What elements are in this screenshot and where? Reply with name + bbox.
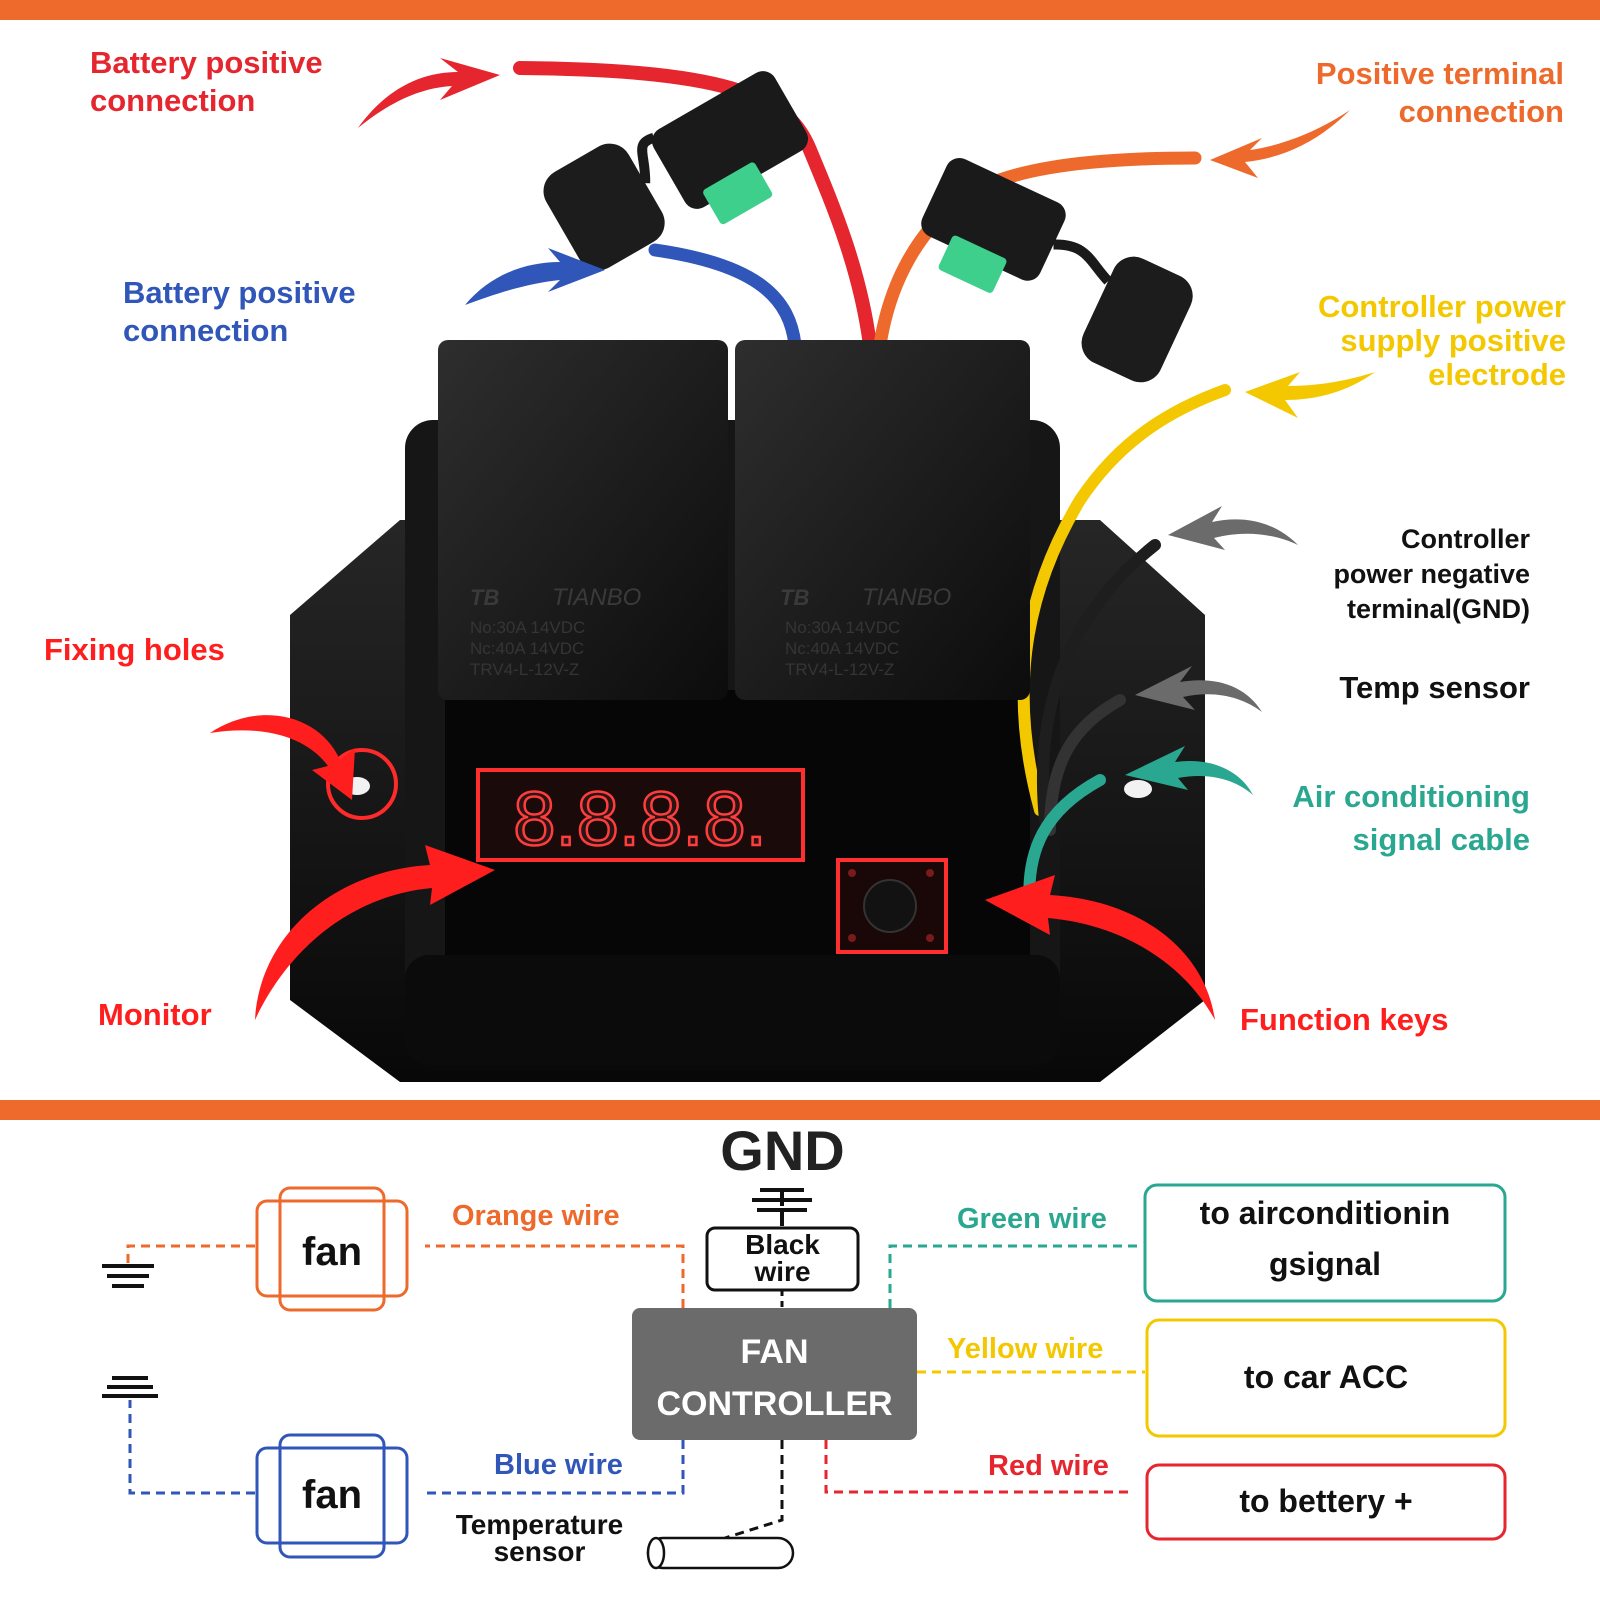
blue-wire-line <box>425 1440 685 1495</box>
blue-wire-label: Blue wire <box>494 1449 623 1481</box>
label-monitor: Monitor <box>98 997 212 1032</box>
fan-bottom-label: fan <box>302 1473 362 1517</box>
label-controller-power-negative: Controller power negative terminal(GND) <box>1333 524 1530 625</box>
housing-front-lip <box>405 955 1060 1065</box>
relay-left-line-3: TRV4-L-12V-Z <box>470 660 579 679</box>
relay-right-logo: TB <box>780 585 809 610</box>
arrow-battery-positive-red <box>358 58 500 128</box>
function-key-button <box>836 858 948 954</box>
orange-wire-label: Orange wire <box>452 1200 620 1232</box>
label-controller-power-positive: Controller power supply positive electro… <box>1317 289 1566 393</box>
relay-left-line-1: No:30A 14VDC <box>470 618 585 637</box>
temperature-sensor-probe <box>646 1536 795 1570</box>
yellow-wire <box>1017 384 1231 816</box>
red-wire-line <box>824 1440 1132 1494</box>
fan-controller-box <box>632 1308 917 1440</box>
top-orange-band <box>0 0 1600 20</box>
gnd-symbol-top <box>752 1188 812 1226</box>
fixing-hole-right <box>1124 780 1152 798</box>
label-fixing-holes: Fixing holes <box>44 632 225 667</box>
to-ac-label: to airconditionin gsignal <box>1199 1195 1451 1283</box>
temperature-sensor-label: Temperature sensor <box>455 1509 624 1567</box>
arrow-battery-positive-blue <box>465 248 605 305</box>
to-battery-label: to bettery + <box>1239 1483 1413 1519</box>
relay-left: TB TIANBO No:30A 14VDC Nc:40A 14VDC TRV4… <box>438 340 728 700</box>
blue-wire <box>648 243 802 352</box>
black-wire <box>1037 539 1161 826</box>
product-illustration: TB TIANBO No:30A 14VDC Nc:40A 14VDC TRV4… <box>210 58 1375 1082</box>
to-battery-box <box>1145 1463 1507 1541</box>
divider-orange-band <box>0 1100 1600 1120</box>
label-battery-positive-red: Battery positive connection <box>90 45 323 118</box>
arrow-positive-terminal <box>1210 110 1350 178</box>
to-ac-box <box>1143 1183 1507 1303</box>
relay-right-line-3: TRV4-L-12V-Z <box>785 660 894 679</box>
relay-left-line-2: Nc:40A 14VDC <box>470 639 584 658</box>
to-acc-box <box>1145 1318 1507 1438</box>
arrow-monitor <box>255 845 495 1020</box>
orange-wire-line <box>425 1244 685 1308</box>
label-battery-positive-blue: Battery positive connection <box>123 275 356 348</box>
arrow-controller-power-negative <box>1168 506 1298 550</box>
blue-ground-line <box>128 1400 255 1495</box>
arrow-controller-power-positive <box>1245 372 1375 418</box>
yellow-wire-label: Yellow wire <box>947 1333 1104 1365</box>
gnd-symbol-left-bottom <box>102 1376 158 1398</box>
fan-bottom-box <box>255 1433 409 1559</box>
temp-sensor-wire <box>1044 694 1126 836</box>
relay-right-brand: TIANBO <box>862 584 951 611</box>
arrow-function-keys <box>985 875 1215 1020</box>
relay-right-line-1: No:30A 14VDC <box>785 618 900 637</box>
display-digits: 8.8.8.8. <box>513 777 767 862</box>
relay-left-brand: TIANBO <box>552 584 641 611</box>
label-positive-terminal: Positive terminal connection <box>1315 56 1564 129</box>
red-wire-label: Red wire <box>988 1450 1109 1482</box>
label-temp-sensor: Temp sensor <box>1339 670 1530 705</box>
fuse-holder-red <box>543 71 808 271</box>
temp-sensor-line <box>724 1440 784 1540</box>
led-display-monitor: 8.8.8.8. <box>476 768 805 863</box>
fan-top-box <box>255 1186 409 1312</box>
green-wire-label: Green wire <box>957 1203 1107 1235</box>
arrow-air-conditioning <box>1125 746 1253 795</box>
arrow-temp-sensor <box>1135 666 1262 712</box>
label-air-conditioning-signal: Air conditioning signal cable <box>1292 779 1530 858</box>
black-wire-label: Black wire <box>745 1229 820 1287</box>
relay-left-logo: TB <box>470 585 499 610</box>
fuse-holder-orange <box>921 157 1193 383</box>
fan-controller-label: FAN CONTROLLER <box>656 1333 893 1423</box>
to-acc-label: to car ACC <box>1243 1359 1409 1395</box>
gnd-title: GND <box>720 1119 845 1182</box>
arrow-fixing-holes <box>210 715 355 800</box>
wiring-diagram <box>102 1183 1507 1570</box>
relay-right-line-2: Nc:40A 14VDC <box>785 639 899 658</box>
gnd-symbol-left-top <box>102 1264 154 1288</box>
relay-right: TB TIANBO No:30A 14VDC Nc:40A 14VDC TRV4… <box>735 340 1030 700</box>
orange-ground-line <box>126 1244 255 1266</box>
green-wire-line <box>888 1244 1142 1308</box>
fan-top-label: fan <box>302 1230 362 1274</box>
label-function-keys: Function keys <box>1240 1002 1449 1037</box>
